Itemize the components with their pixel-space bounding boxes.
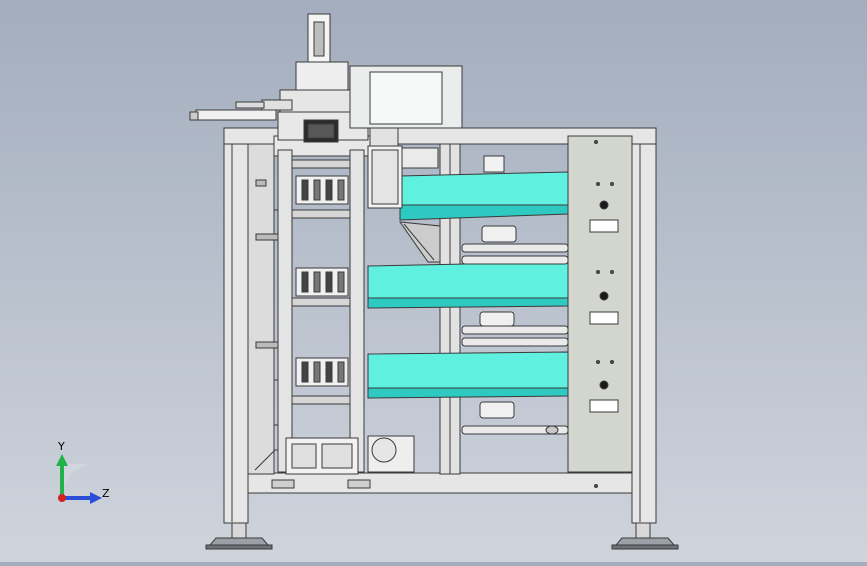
grip-stations — [295, 175, 349, 387]
grip-station-1 — [295, 175, 349, 205]
belt-top — [399, 171, 569, 221]
y-axis-label: Y — [58, 440, 65, 453]
belt-bottom — [367, 351, 569, 399]
grip-station-3 — [295, 357, 349, 387]
rollers — [461, 155, 569, 435]
knob-1-icon — [599, 200, 609, 210]
right-foot — [611, 521, 679, 550]
x-axis-dot — [58, 494, 66, 502]
lift-assembly — [273, 135, 371, 473]
bottom-drive — [271, 435, 415, 489]
guide-funnel — [398, 221, 441, 263]
y-axis-arrow — [60, 462, 64, 498]
grip-station-2 — [295, 267, 349, 297]
top-mechanism — [189, 13, 439, 209]
belt-middle — [367, 261, 569, 309]
conveyor-belts — [367, 171, 569, 399]
left-foot — [205, 521, 273, 550]
knob-2-icon — [599, 291, 609, 301]
axis-triad — [56, 454, 102, 504]
z-axis-arrow — [62, 496, 92, 500]
z-axis-label: Z — [102, 487, 110, 500]
knob-3-icon — [599, 380, 609, 390]
control-panel — [567, 135, 633, 488]
display-box — [349, 65, 463, 129]
